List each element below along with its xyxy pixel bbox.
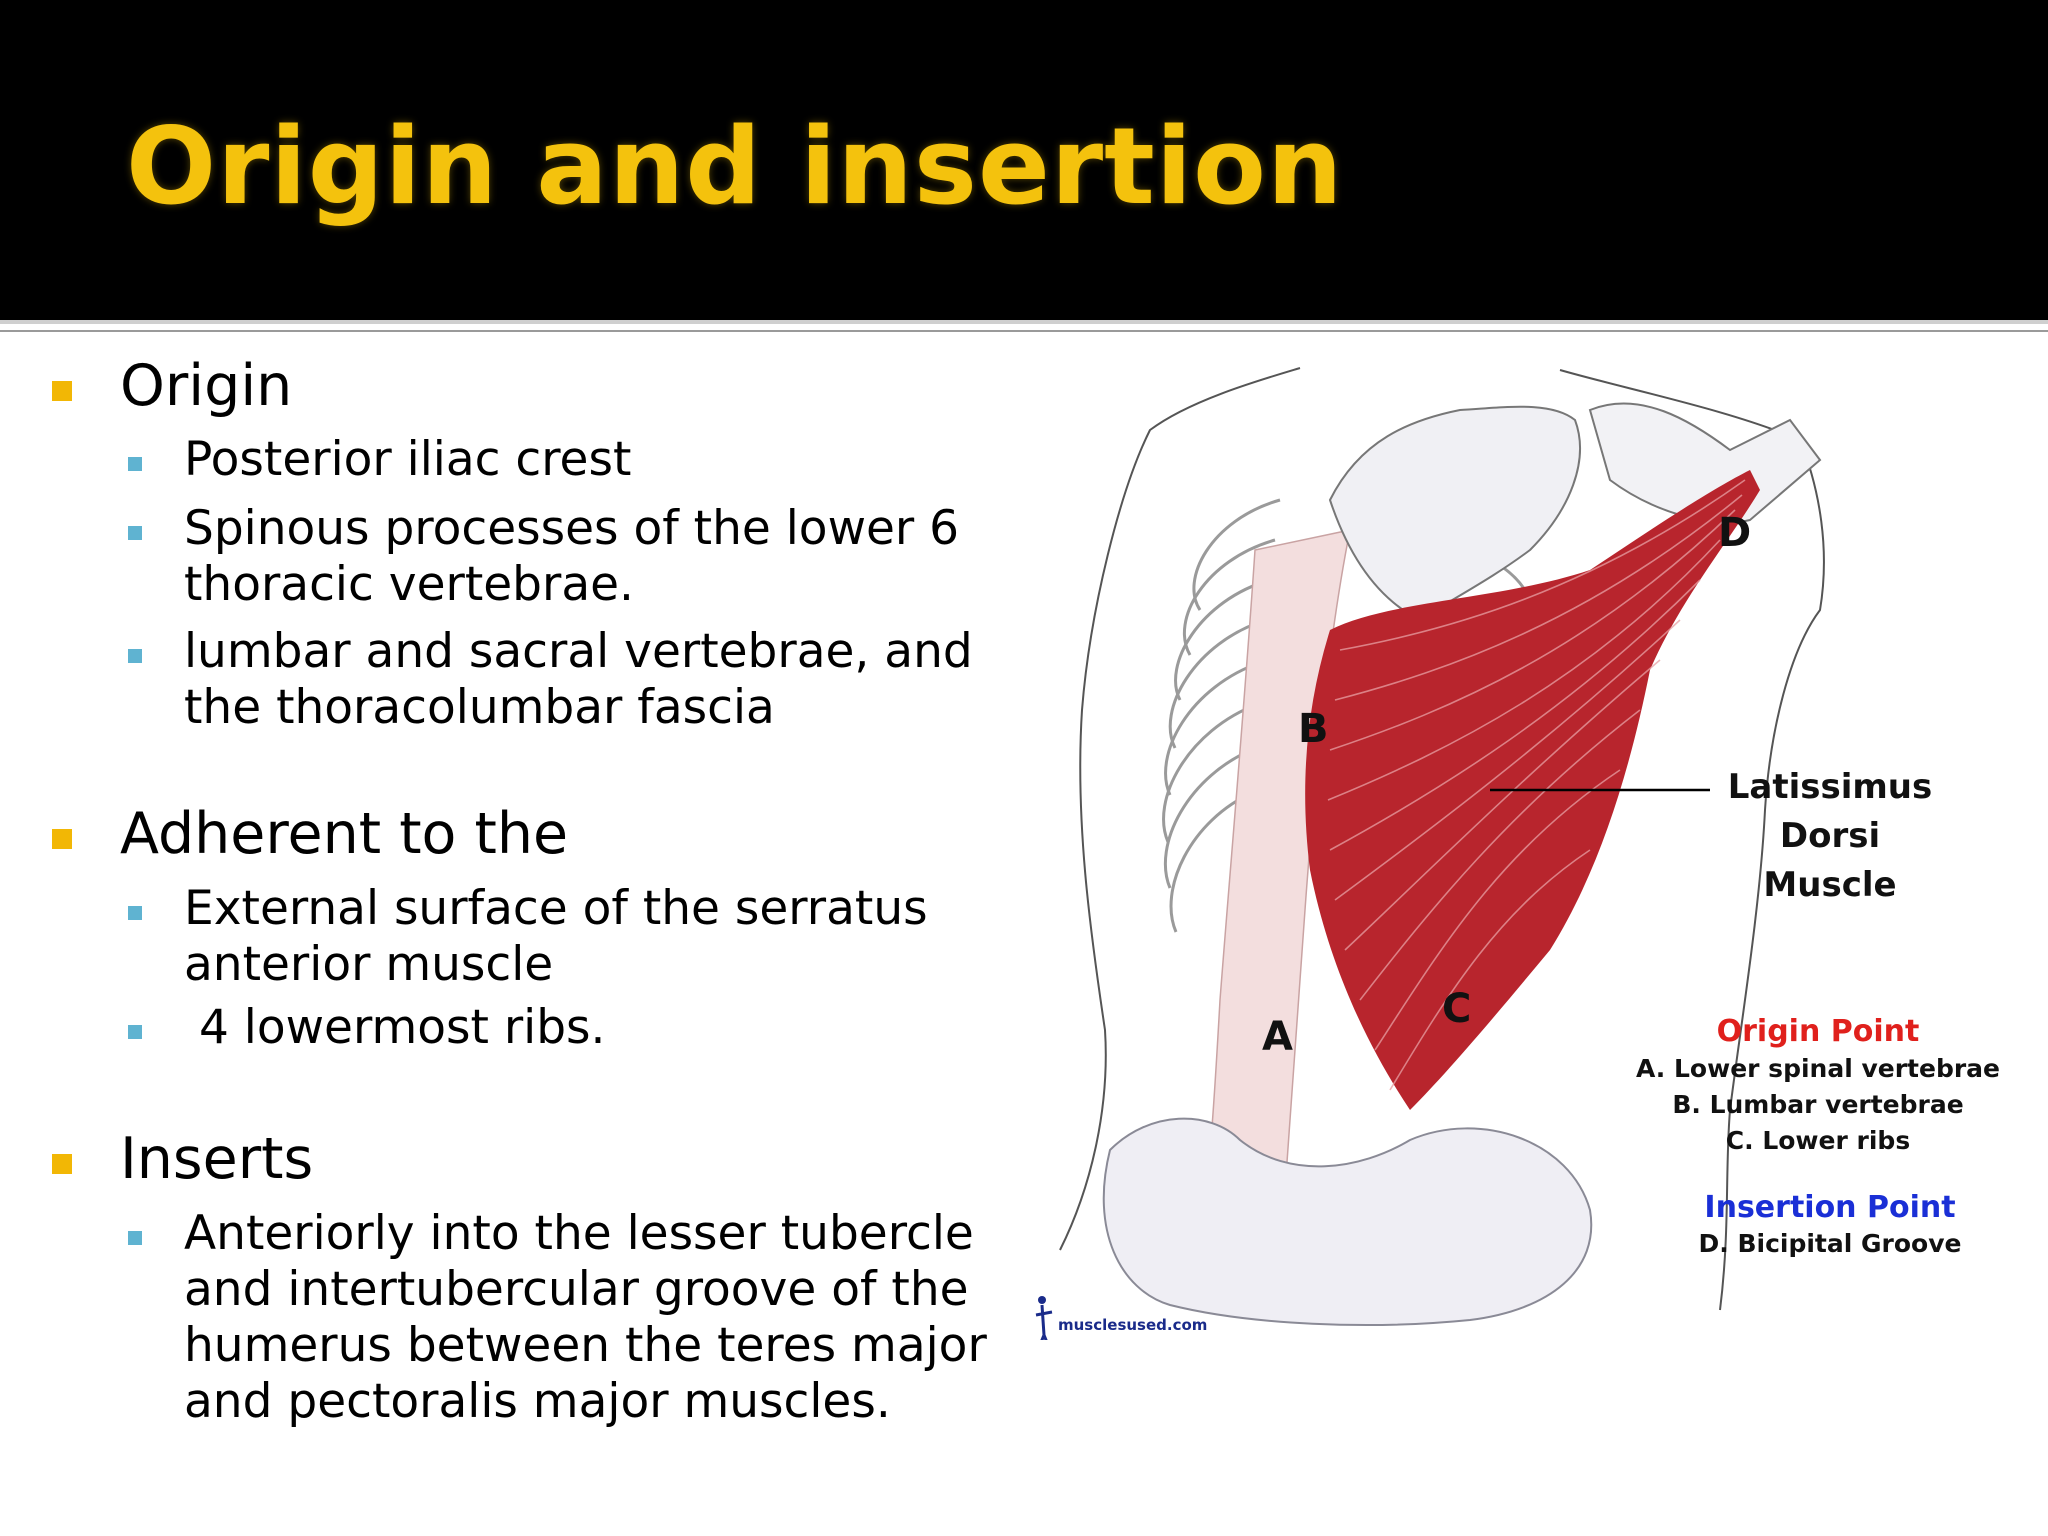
section-heading-adherent: Adherent to the [120, 801, 569, 867]
list-item: External surface of the serratus anterio… [184, 881, 1004, 993]
origin-heading: Origin Point [1717, 1014, 1920, 1049]
humerus [1588, 402, 1822, 524]
list-item-line: anterior muscle [184, 937, 554, 992]
muscle-label-line: Dorsi [1780, 816, 1880, 856]
muscle-label-line: Muscle [1763, 865, 1896, 905]
list-item-line: External surface of the serratus [184, 881, 928, 936]
sub-bullet-marker [128, 906, 142, 920]
list-item-line: and pectoralis major muscles. [184, 1374, 891, 1429]
sub-bullet-marker [128, 1231, 142, 1245]
origin-item: C. Lower ribs [1726, 1126, 1910, 1155]
origin-item: A. Lower spinal vertebrae [1636, 1054, 2000, 1083]
body-outline-right [1559, 369, 1825, 1311]
origin-item: B. Lumbar vertebrae [1672, 1090, 1963, 1119]
title-divider-thin [0, 330, 2048, 332]
list-item: Posterior iliac crest [184, 432, 1004, 488]
sub-bullet-marker [128, 649, 142, 663]
muscle-label-line: Latissimus [1728, 767, 1933, 807]
list-item-line: humerus between the teres major [184, 1318, 987, 1373]
list-item-line: Anteriorly into the lesser tubercle [184, 1206, 974, 1261]
list-item-line: 4 lowermost ribs. [184, 1000, 606, 1055]
bullet-content: Origin Posterior iliac crest Spinous pro… [0, 340, 1010, 1536]
sub-bullet-marker [128, 526, 142, 540]
sub-bullet-marker [128, 457, 142, 471]
title-bar [0, 0, 2048, 320]
sub-bullet-marker [128, 1025, 142, 1039]
watermark-logo [1035, 1296, 1053, 1340]
point-label-d: D [1718, 510, 1751, 556]
slide-title: Origin and insertion [126, 105, 1344, 228]
list-item-line: thoracic vertebrae. [184, 557, 634, 612]
insertion-heading: Insertion Point [1704, 1190, 1955, 1225]
list-item: Spinous processes of the lower 6 thoraci… [184, 501, 1004, 613]
insertion-item: D. Bicipital Groove [1699, 1229, 1962, 1258]
latissimus-dorsi-illustration: B A C D Latissimus Dorsi Muscle Origin P… [1035, 367, 2000, 1340]
bullet-marker [52, 1154, 72, 1174]
body-outline-left [1059, 367, 1301, 1251]
list-item-line: lumbar and sacral vertebrae, and [184, 624, 973, 679]
bullet-marker [52, 381, 72, 401]
pelvis [1102, 1117, 1593, 1326]
list-item: Anteriorly into the lesser tubercle and … [184, 1206, 1004, 1430]
list-item-line: Spinous processes of the lower 6 [184, 501, 960, 556]
title-divider [0, 320, 2048, 324]
muscle-fibers [1327, 479, 1746, 1091]
list-item-line: and intertubercular groove of the [184, 1262, 969, 1317]
point-label-c: C [1442, 986, 1471, 1032]
list-item-line: the thoracolumbar fascia [184, 680, 775, 735]
point-label-a: A [1262, 1014, 1293, 1060]
watermark-text: musclesused.com [1058, 1316, 1207, 1334]
list-item-line: Posterior iliac crest [184, 432, 632, 487]
bullet-marker [52, 829, 72, 849]
list-item: 4 lowermost ribs. [184, 1000, 1004, 1056]
point-label-b: B [1298, 706, 1329, 752]
section-heading-inserts: Inserts [120, 1126, 314, 1192]
section-heading-origin: Origin [120, 353, 293, 419]
list-item: lumbar and sacral vertebrae, and the tho… [184, 624, 1004, 736]
